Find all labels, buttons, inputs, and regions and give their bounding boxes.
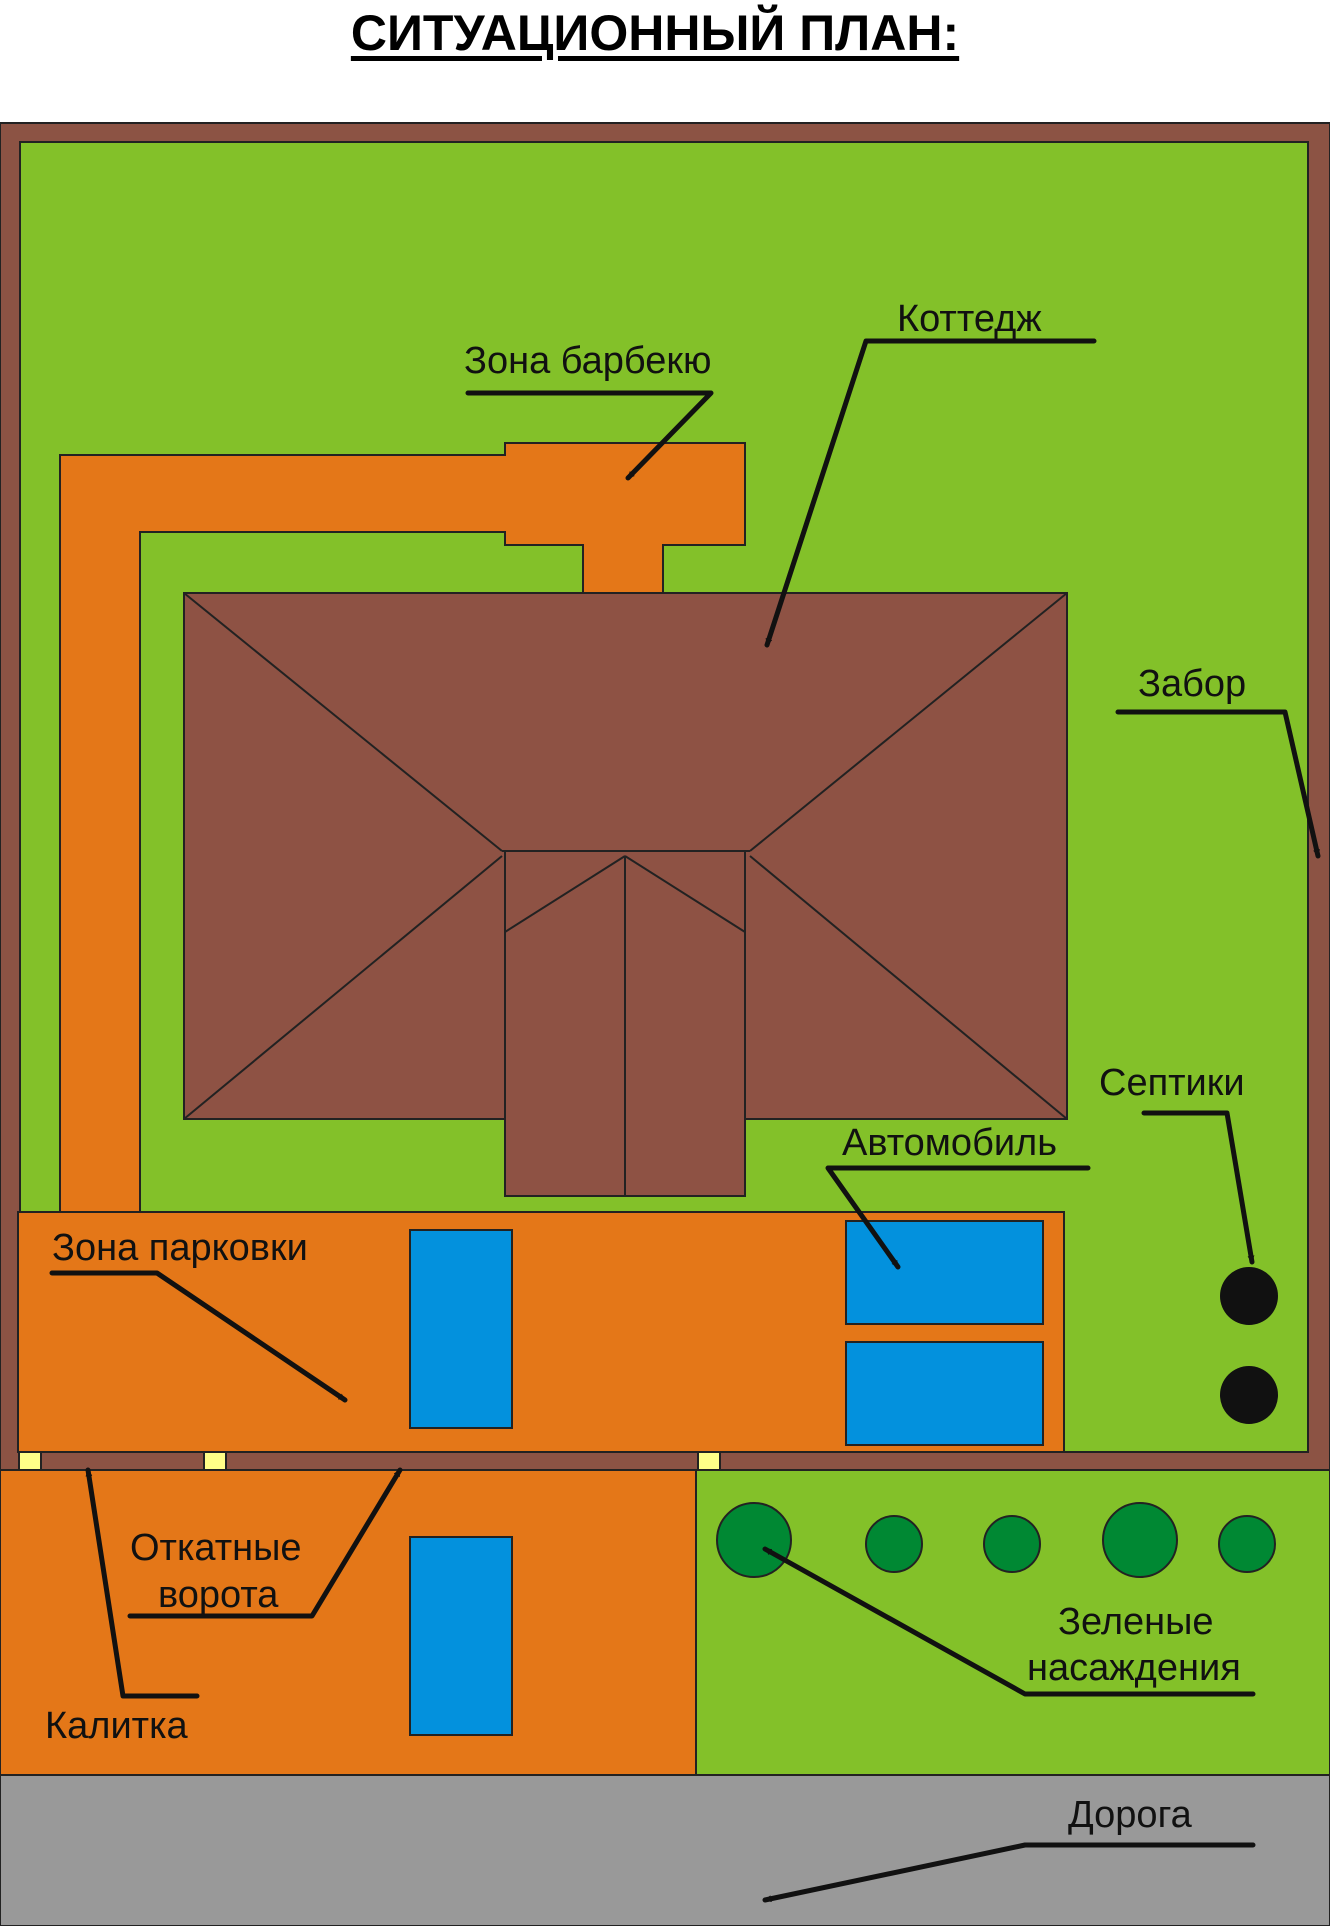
car-label: Автомобиль: [842, 1122, 1057, 1164]
car: [845, 1341, 1044, 1446]
parking-label: Зона парковки: [52, 1227, 308, 1269]
bbq-leader: [465, 390, 714, 481]
parking-leader: [49, 1270, 348, 1403]
fence-leader: [1115, 709, 1321, 859]
gate-post: [18, 1451, 42, 1471]
septic-tank: [1220, 1366, 1278, 1424]
car: [409, 1536, 513, 1736]
sliding-gate-label-2: ворота: [158, 1574, 279, 1616]
bbq-label: Зона барбекю: [464, 340, 712, 382]
greenery-label-1: Зеленые: [1058, 1601, 1214, 1643]
tree: [716, 1502, 792, 1578]
tree: [1218, 1515, 1276, 1573]
road-label: Дорога: [1068, 1794, 1193, 1836]
page-title: СИТУАЦИОННЫЙ ПЛАН:: [350, 5, 960, 61]
car-leader: [825, 1165, 1091, 1270]
gate-post: [203, 1451, 227, 1471]
cottage: [183, 592, 1068, 1197]
tree: [1102, 1502, 1178, 1578]
septic-tank: [1220, 1267, 1278, 1325]
road: [0, 1774, 1330, 1926]
septic-label: Септики: [1099, 1062, 1245, 1104]
fence-label: Забор: [1138, 663, 1246, 705]
greenery-label-2: насаждения: [1027, 1647, 1241, 1689]
tree: [983, 1515, 1041, 1573]
septic-leader: [1141, 1110, 1255, 1265]
gate-post: [697, 1451, 721, 1471]
sliding-gate-leader: [127, 1467, 403, 1619]
cottage-label: Коттедж: [897, 298, 1042, 340]
tree: [865, 1515, 923, 1573]
wicket-leader: [85, 1467, 200, 1699]
greenery-leader: [762, 1546, 1256, 1697]
road-leader: [762, 1842, 1256, 1903]
sliding-gate-label-1: Откатные: [130, 1527, 302, 1569]
wicket-label: Калитка: [45, 1705, 189, 1747]
cottage-leader: [764, 338, 1097, 648]
car: [409, 1229, 513, 1429]
